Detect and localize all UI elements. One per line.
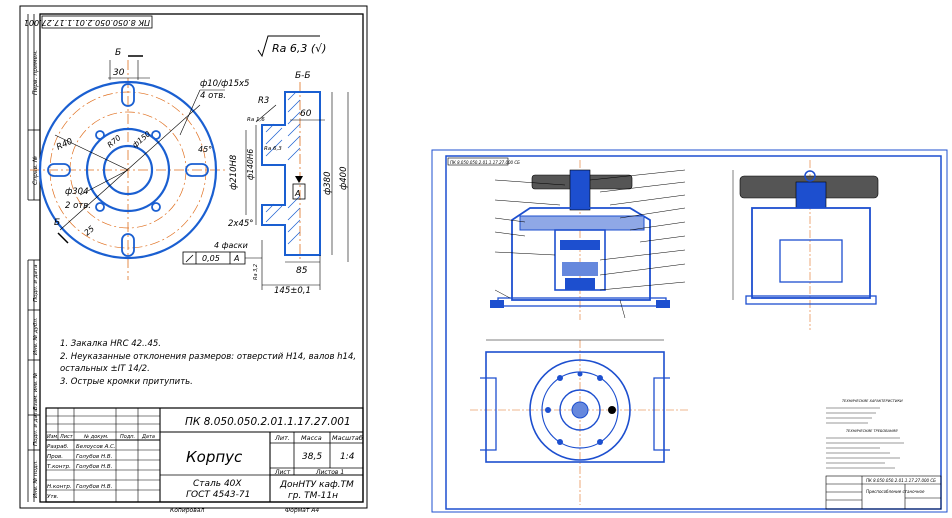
cut-letter-bottom: Б (54, 218, 60, 228)
name-2: Голубов Н.В. (76, 454, 113, 460)
assembly-plan-view (470, 339, 690, 505)
dim-210: ф210Н8 (229, 154, 239, 190)
strip-label-4: Инв. № дубл. (33, 317, 39, 355)
dim-145: 145±0,1 (274, 286, 311, 296)
title-block-left (45, 407, 364, 503)
flange-front-view (30, 55, 225, 280)
footer-left: Копировал (170, 507, 204, 514)
sheets-label: Листов 1 (315, 469, 344, 476)
part-name: Корпус (186, 448, 243, 466)
right-title-code: ПК 8.050.050.2.01.1.17.27.000 СБ (866, 478, 936, 483)
ra-3-2: Ra 3,2 (253, 264, 259, 280)
dim-holes-qty: 4 отв. (200, 91, 226, 101)
section-label: Б-Б (295, 71, 311, 81)
hdr-date: Дата (141, 434, 155, 440)
strip-label-5: Взам. инв. № (33, 372, 39, 410)
assembly-section-view (490, 160, 686, 320)
col-scale: Масштаб (332, 434, 363, 442)
technical-notes: 1. Закалка HRC 42..45. 2. Неуказанные от… (60, 339, 356, 387)
hdr-sign: Подп. (120, 434, 135, 440)
dim-140: ф140H6 (246, 149, 255, 180)
strip-label-1: Перв. примен. (32, 50, 39, 95)
dim-400: ф400 (339, 167, 349, 191)
role-2: Пров. (47, 454, 63, 460)
dim-chamfer: 2х45° (228, 219, 254, 229)
dim-85: 85 (296, 266, 308, 276)
dim-holes: ф10/ф15х5 (200, 79, 249, 89)
roughness-label: Ra 6,3 (√) (272, 42, 326, 55)
dim-r3: R3 (258, 96, 269, 106)
ra-1-6: Ra 1,6 (247, 117, 265, 123)
footer-right: Формат А4 (285, 507, 319, 514)
name-5: Голубов Н.В. (76, 484, 113, 490)
sheet-right: ПК 8.050.050.2.01.1.17.27.000 СБ (431, 149, 948, 513)
strip-label-3: Подп. и дата (33, 264, 39, 302)
role-5: Н.контр. (47, 484, 72, 490)
role-3: Т.контр. (47, 464, 71, 470)
scale-value: 1:4 (340, 452, 355, 462)
sheet-label: Лист (274, 469, 291, 476)
note-3: 3. Острые кромки притупить. (60, 377, 193, 387)
dim-30: 30 (113, 68, 125, 78)
col-mass: Масса (301, 434, 322, 442)
hdr-doc: № докум. (83, 434, 109, 440)
col-lit: Лит. (274, 434, 290, 442)
cut-letter-top: Б (115, 48, 121, 58)
right-notes-lines (826, 407, 904, 469)
tolerance-frame (182, 251, 262, 265)
assembly-side-view (732, 160, 879, 330)
org-1: ДонНТУ каф.ТМ (279, 480, 354, 490)
strip-label-7: Инв. № подл. (33, 460, 39, 498)
hdr-izm: Изм. (47, 434, 59, 440)
name-1: Белоусов А.С. (76, 444, 116, 450)
dim-304: ф304 (65, 187, 89, 197)
role-6: Утв. (47, 494, 59, 500)
datum-letter: A (294, 189, 300, 198)
right-notes-header: ТЕХНИЧЕСКИЕ ХАРАКТЕРИСТИКИ (842, 399, 903, 403)
material-2: ГОСТ 4543-71 (186, 490, 250, 500)
right-title-name: Приспособление станочное (866, 489, 925, 494)
org-2: гр. ТМ-11н (288, 491, 338, 501)
title-block-right (825, 475, 942, 510)
tolerance-value: 0,05 (202, 254, 220, 263)
ra-6-3: Ra 6,3 (264, 146, 282, 152)
tolerance-datum: A (233, 254, 239, 263)
roughness-symbol-icon (257, 35, 320, 58)
mass-value: 38,5 (302, 452, 322, 462)
note-2b: остальных ±IT 14/2. (60, 364, 150, 374)
sheet-left: Перв. примен. Справ. № Подп. и дата Инв.… (19, 5, 368, 514)
hdr-list: Лист (59, 434, 74, 440)
dim-45: 45° (198, 145, 212, 154)
right-notes-header2: ТЕХНИЧЕСКИЕ ТРЕБОВАНИЯ (846, 429, 898, 433)
strip-label-6: Подп. и дата (33, 408, 39, 446)
note-2: 2. Неуказанные отклонения размеров: отве… (60, 352, 356, 362)
stamp-code-rotated: ПК 8.050.050.2.01.1.17.27.001 (24, 18, 150, 27)
dim-holes2: 2 отв. (65, 201, 91, 211)
name-3: Голубов Н.В. (76, 464, 113, 470)
stamp-right: ПК 8.050.050.2.01.1.17.27.000 СБ (450, 160, 520, 165)
dim-380: ф380 (323, 172, 333, 196)
role-1: Разраб. (47, 444, 69, 450)
material-1: Сталь 40Х (193, 479, 242, 489)
dim-chamfer-qty: 4 фаски (214, 241, 248, 250)
flange-section-view (245, 82, 349, 290)
dim-60: 60 (300, 109, 312, 119)
note-1: 1. Закалка HRC 42..45. (60, 339, 161, 349)
doc-code: ПК 8.050.050.2.01.1.17.27.001 (185, 416, 351, 428)
